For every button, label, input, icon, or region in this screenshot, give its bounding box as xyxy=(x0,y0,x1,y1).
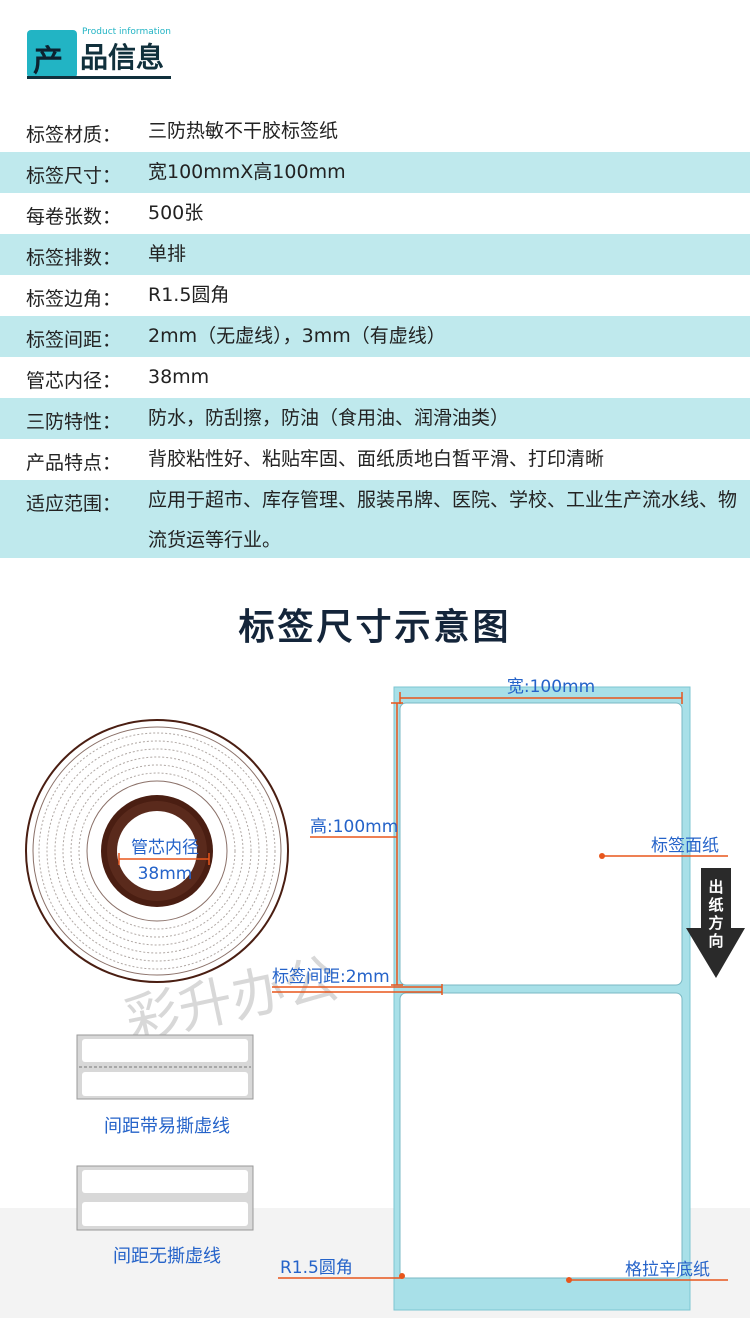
spec-row: 适应范围： 应用于超市、库存管理、服装吊牌、医院、学校、工业生产流水线、物流货运等… xyxy=(0,480,750,558)
spec-key: 产品特点： xyxy=(26,452,122,474)
face-label: 标签面纸 xyxy=(651,836,719,856)
spec-table: 标签材质： 三防热敏不干胶标签纸 标签尺寸： 宽100mmX高100mm 每卷张数：… xyxy=(0,111,750,558)
spec-key: 标签排数： xyxy=(26,247,122,269)
gap-label: 标签间距:2mm xyxy=(272,967,390,987)
direction-char: 出 xyxy=(708,878,723,896)
spec-key: 三防特性： xyxy=(26,411,122,433)
title-underline xyxy=(27,76,171,79)
label-size-diagram: 管芯内径 38mm 彩升办公 宽:100mm 高:100mm 标签面纸 出 纸 … xyxy=(25,677,745,1311)
core-value: 38mm xyxy=(138,864,193,884)
label-strip xyxy=(393,686,691,1311)
plain-sample: 间距无撕虚线 xyxy=(76,1165,254,1267)
spec-key: 适应范围： xyxy=(26,493,122,515)
spec-key: 管芯内径： xyxy=(26,370,122,392)
spec-value: 2mm（无虚线），3mm（有虚线） xyxy=(148,325,446,347)
core-label: 管芯内径 xyxy=(131,838,199,858)
feed-direction-arrow: 出 纸 方 向 xyxy=(686,868,745,978)
gap-dimension: 标签间距:2mm xyxy=(272,967,443,995)
width-label: 宽:100mm xyxy=(507,677,595,697)
direction-char: 纸 xyxy=(708,896,723,914)
spec-row: 管芯内径： 38mm xyxy=(0,357,750,398)
liner-label: 格拉辛底纸 xyxy=(625,1260,710,1280)
spec-key: 标签材质： xyxy=(26,124,122,146)
logo-badge: 产 xyxy=(27,30,77,79)
spec-value: 500张 xyxy=(148,202,204,224)
direction-char: 方 xyxy=(708,914,723,932)
spec-value: 宽100mmX高100mm xyxy=(148,161,346,183)
spec-value: 背胶粘性好、粘贴牢固、面纸质地白皙平滑、打印清晰 xyxy=(148,448,605,470)
diagram-title: 标签尺寸示意图 xyxy=(238,606,512,648)
logo-char: 产 xyxy=(33,44,63,79)
spec-value: 应用于超市、库存管理、服装吊牌、医院、学校、工业生产流水线、物流货运等行业。 xyxy=(148,489,738,551)
section-subtitle: Product information xyxy=(82,27,171,37)
spec-key: 每卷张数： xyxy=(26,206,122,228)
spec-row: 标签排数： 单排 xyxy=(0,234,750,275)
height-dimension: 高:100mm xyxy=(310,702,403,986)
width-dimension: 宽:100mm xyxy=(399,677,683,704)
spec-row: 标签尺寸： 宽100mmX高100mm xyxy=(0,152,750,193)
spec-value: 防水，防刮擦，防油（食用油、润滑油类） xyxy=(148,407,510,429)
spec-key: 标签间距： xyxy=(26,329,122,351)
face-paper-pointer: 标签面纸 xyxy=(599,836,728,859)
perforated-caption: 间距带易撕虚线 xyxy=(104,1116,230,1137)
corner-label: R1.5圆角 xyxy=(280,1258,353,1278)
height-label: 高:100mm xyxy=(310,817,398,837)
spec-row: 标签材质： 三防热敏不干胶标签纸 xyxy=(0,111,750,152)
corner-pointer: R1.5圆角 xyxy=(278,1258,405,1279)
label-roll: 管芯内径 38mm xyxy=(25,719,289,983)
perforated-sample: 间距带易撕虚线 xyxy=(76,1034,254,1137)
spec-row: 三防特性： 防水，防刮擦，防油（食用油、润滑油类） xyxy=(0,398,750,439)
spec-key: 标签尺寸： xyxy=(26,165,122,187)
spec-value: 三防热敏不干胶标签纸 xyxy=(148,120,339,142)
spec-row: 标签边角： R1.5圆角 xyxy=(0,275,750,316)
spec-value: 单排 xyxy=(148,243,187,265)
section-header: 产 Product information 品信息 xyxy=(0,0,750,100)
liner-pointer: 格拉辛底纸 xyxy=(566,1260,728,1283)
direction-char: 向 xyxy=(708,932,723,950)
spec-key: 标签边角： xyxy=(26,288,122,310)
spec-row: 产品特点： 背胶粘性好、粘贴牢固、面纸质地白皙平滑、打印清晰 xyxy=(0,439,750,480)
spec-row: 标签间距： 2mm（无虚线），3mm（有虚线） xyxy=(0,316,750,357)
spec-value: 38mm xyxy=(148,366,210,388)
spec-row: 每卷张数： 500张 xyxy=(0,193,750,234)
spec-value: R1.5圆角 xyxy=(148,284,230,306)
plain-caption: 间距无撕虚线 xyxy=(113,1246,221,1267)
section-title: 品信息 xyxy=(80,41,165,74)
